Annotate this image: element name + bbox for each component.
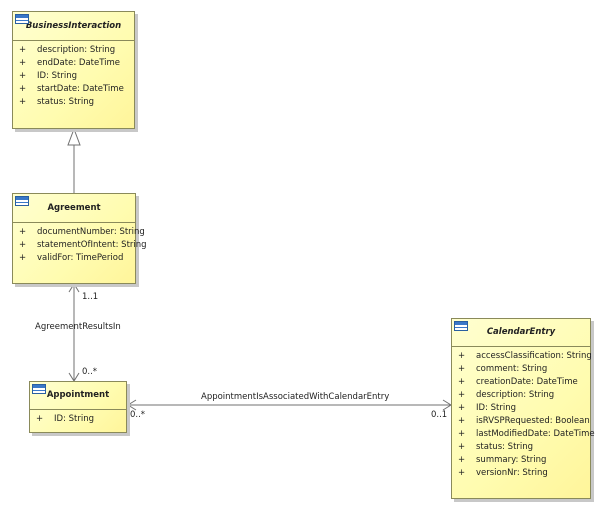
attribute[interactable]: +statementOfIntent: String [19, 240, 147, 250]
class-icon [32, 384, 46, 394]
multiplicity-appointment-end: 0..* [82, 367, 98, 377]
class-icon [454, 321, 468, 331]
class-name: CalendarEntry [486, 327, 556, 337]
attribute[interactable]: +status: String [19, 97, 95, 107]
attribute[interactable]: +description: String [19, 45, 116, 55]
class-agreement[interactable]: Agreement +documentNumber: String +state… [12, 193, 147, 284]
class-name: BusinessInteraction [25, 21, 122, 31]
attribute[interactable]: +validFor: TimePeriod [19, 253, 124, 263]
attribute[interactable]: +versionNr: String [458, 468, 548, 478]
class-appointment[interactable]: Appointment +ID: String [29, 381, 127, 433]
attribute[interactable]: +endDate: DateTime [19, 58, 121, 68]
attribute[interactable]: +summary: String [458, 455, 547, 465]
class-header: Agreement [13, 194, 135, 223]
class-icon [15, 14, 29, 24]
association-name-appointment-calendar[interactable]: AppointmentIsAssociatedWithCalendarEntry [201, 392, 390, 402]
multiplicity-agreement-end: 1..1 [82, 292, 99, 302]
attribute[interactable]: +ID: String [458, 403, 516, 413]
attribute-list: +ID: String [30, 410, 126, 426]
attribute[interactable]: +description: String [458, 390, 555, 400]
generalization-arrowhead [67, 127, 81, 146]
association-name-agreement-results-in[interactable]: AgreementResultsIn [35, 322, 121, 332]
attribute[interactable]: +startDate: DateTime [19, 84, 124, 94]
class-name: Appointment [46, 390, 110, 400]
attribute-list: +documentNumber: String +statementOfInte… [13, 223, 147, 265]
appointment-calendar-arrow-left [127, 399, 137, 411]
attribute-list: +description: String +endDate: DateTime … [13, 41, 134, 109]
class-header: BusinessInteraction [13, 12, 134, 41]
class-header: Appointment [30, 382, 126, 410]
attribute[interactable]: +accessClassification: String [458, 351, 592, 361]
multiplicity-appointment-side: 0..* [130, 410, 146, 420]
attribute[interactable]: +documentNumber: String [19, 227, 145, 237]
class-calendar-entry[interactable]: CalendarEntry +accessClassification: Str… [451, 318, 595, 499]
attribute[interactable]: +status: String [458, 442, 534, 452]
attribute[interactable]: +ID: String [19, 71, 77, 81]
attribute[interactable]: +isRVSPRequested: Boolean [458, 416, 590, 426]
class-header: CalendarEntry [452, 319, 590, 347]
multiplicity-calendar-side: 0..1 [431, 410, 448, 420]
attribute[interactable]: +comment: String [458, 364, 548, 374]
attribute[interactable]: +creationDate: DateTime [458, 377, 578, 387]
attribute[interactable]: +lastModifiedDate: DateTime [458, 429, 595, 439]
class-name: Agreement [47, 203, 101, 213]
agreement-results-in-arrow-top [68, 283, 80, 293]
class-icon [15, 196, 29, 206]
class-business-interaction[interactable]: BusinessInteraction +description: String… [12, 11, 135, 129]
attribute[interactable]: +ID: String [36, 414, 94, 424]
attribute-list: +accessClassification: String +comment: … [452, 347, 595, 480]
